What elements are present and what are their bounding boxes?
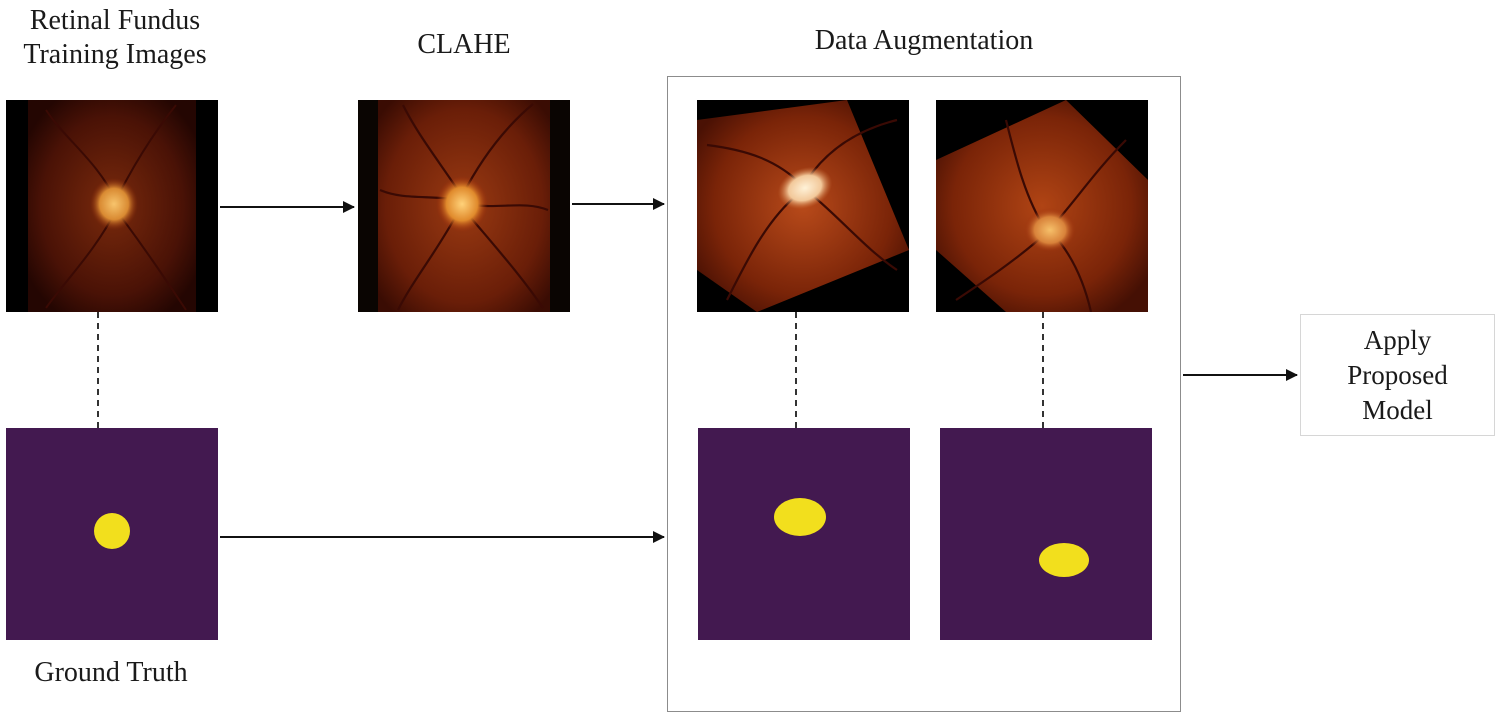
ground-truth-label: Ground Truth (34, 657, 188, 688)
apply-label-line1: Apply (1363, 324, 1432, 355)
data-augmentation-group (667, 76, 1181, 712)
training-images-title-line2: Training Images (23, 39, 207, 70)
training-images-title-line1: Retinal Fundus (29, 5, 201, 36)
ground-truth-mask (6, 428, 218, 640)
clahe-title: CLAHE (417, 29, 511, 60)
apply-proposed-model-box: Apply Proposed Model (1300, 314, 1495, 436)
augmented-mask-2 (940, 428, 1152, 640)
apply-label-line2: Proposed (1347, 359, 1448, 390)
data-augmentation-title: Data Augmentation (814, 25, 1034, 56)
augmented-mask-1 (698, 428, 910, 640)
clahe-fundus-image (358, 100, 570, 312)
apply-label-line3: Model (1362, 394, 1433, 425)
augmented-fundus-image-2 (936, 100, 1148, 312)
training-images-title: Retinal Fundus Training Images (0, 4, 230, 72)
original-fundus-image (6, 100, 218, 312)
augmented-fundus-image-1 (697, 100, 909, 312)
